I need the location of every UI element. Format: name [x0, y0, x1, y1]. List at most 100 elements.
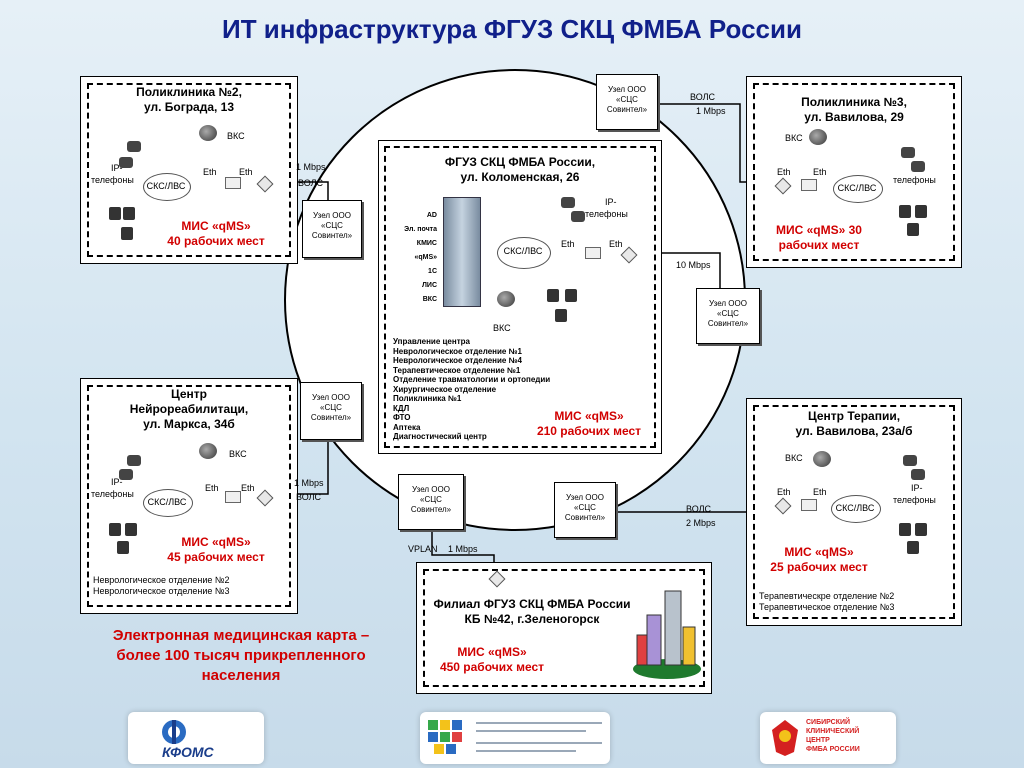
main-mis-line1: МИС «qMS» [554, 409, 624, 423]
poly2-mis-line2: 40 рабочих мест [167, 234, 265, 248]
node-sovintel-neuro: Узел ООО «СЦС Совинтел» [300, 382, 362, 440]
server-label: 1C [428, 268, 437, 275]
eth-label-2: Eth [813, 487, 827, 497]
server-label: AD [426, 212, 437, 219]
eth-label-2: Eth [609, 239, 623, 249]
ip-phone-icon [119, 157, 133, 168]
workstation-icon [555, 309, 567, 322]
main-name-line2: ул. Коломенская, 26 [460, 170, 580, 184]
video-camera-icon [199, 443, 217, 459]
video-camera-icon [497, 291, 515, 307]
branch-name-line1: Филиал ФГУЗ СКЦ ФМБА России [433, 597, 631, 611]
neuro-name-line2: Нейрореабилитаци, [129, 402, 249, 416]
node-sovintel-therapy: Узел ООО «СЦС Совинтел» [554, 482, 616, 538]
lan-label: СКС/ЛВС [837, 183, 877, 193]
phones-label: телефоны [585, 209, 628, 219]
video-camera-icon [809, 129, 827, 145]
main-name-line1: ФГУЗ СКЦ ФМБА России, [444, 155, 596, 169]
branch-bandwidth: 1 Mbps [448, 544, 478, 554]
workstation-icon [899, 523, 911, 536]
poly3-name-line1: Поликлиника №3, [801, 95, 907, 109]
server-label: КМИС «qMS» [414, 240, 437, 261]
main-bandwidth: 10 Mbps [676, 260, 711, 270]
workstation-icon [109, 207, 121, 220]
eth-label-1: Eth [777, 487, 791, 497]
eth-label-1: Eth [205, 483, 219, 493]
skc-line3: ЦЕНТР [806, 737, 830, 744]
router-icon [801, 499, 817, 511]
main-mis-line2: 210 рабочих мест [536, 424, 642, 438]
lan-cloud-icon [497, 237, 551, 269]
neuro-name-line1: Центр [170, 387, 208, 401]
ip-phone-icon [127, 141, 141, 152]
server-rack-icon [443, 197, 481, 307]
workstation-icon [109, 523, 121, 536]
therapy-mis-line2: 25 рабочих мест [770, 560, 868, 574]
workstation-icon [899, 205, 911, 218]
main-site-panel: ФГУЗ СКЦ ФМБА России, ул. Коломенская, 2… [378, 140, 662, 454]
server-list: AD Эл. почта КМИС «qMS» 1C ЛИС ВКС [393, 209, 437, 307]
server-label: ЛИС [422, 282, 437, 289]
neuro-panel: Центр Нейрореабилитаци, ул. Маркса, 34б … [80, 378, 298, 614]
poly2-panel: Поликлиника №2, ул. Бограда, 13 ВКС IP- … [80, 76, 298, 264]
lan-label: СКС/ЛВС [147, 497, 187, 507]
ip-phone-icon [911, 161, 925, 172]
lan-label: СКС/ЛВС [503, 246, 543, 256]
poly3-mis-line1: МИС «qMS» 30 [776, 223, 862, 237]
ip-phone-icon [119, 469, 133, 480]
department-item: Управление центра [393, 337, 470, 346]
kfoms-emblem-icon [162, 720, 186, 744]
phones-label: телефоны [91, 489, 134, 499]
department-item: Терапевтическое отделение №1 [393, 365, 521, 375]
node-sovintel-branch: Узел ООО «СЦС Совинтел» [398, 474, 464, 530]
ip-phone-icon [911, 469, 925, 480]
department-item: Поликлиника №1 [393, 394, 462, 403]
ip-label: IP- [911, 483, 923, 493]
eth-label-2: Eth [239, 167, 253, 177]
poly3-name-line2: ул. Вавилова, 29 [804, 110, 904, 124]
video-camera-icon [813, 451, 831, 467]
poly3-mis-line2: рабочих мест [778, 238, 860, 252]
skc-line4: ФМБА РОССИИ [806, 746, 860, 753]
vks-label: ВКС [785, 133, 803, 143]
department-item: Неврологическое отделение №4 [393, 356, 522, 365]
vks-label: ВКС [229, 449, 247, 459]
lan-cloud-icon [143, 173, 191, 201]
ip-label: IP- [111, 163, 123, 173]
poly3-bandwidth: 1 Mbps [696, 106, 726, 116]
ip-phone-icon [127, 455, 141, 466]
department-item: Диагностический центр [393, 432, 487, 441]
poly2-bandwidth: 1 Mbps [296, 162, 326, 172]
emr-line1: Электронная медицинская карта – [112, 627, 370, 644]
lan-label: СКС/ЛВС [835, 503, 875, 513]
workstation-icon [121, 227, 133, 240]
skc-line1: СИБИРСКИЙ [806, 719, 851, 726]
workstation-icon [915, 205, 927, 218]
emr-line2: более 100 тысяч прикрепленного [116, 647, 366, 664]
ip-phone-icon [571, 211, 585, 222]
workstation-icon [907, 541, 919, 554]
eth-label-2: Eth [813, 167, 827, 177]
department-item: КДЛ [393, 403, 410, 413]
branch-mis-line1: МИС «qMS» [457, 645, 527, 659]
therapy-dept-1: Терапевтическре отделение №2 [759, 591, 895, 601]
workstation-icon [123, 207, 135, 220]
router-icon [585, 247, 601, 259]
branch-vplan: VPLAN [408, 544, 438, 554]
server-label: ВКС [422, 296, 437, 303]
therapy-volc: ВОЛС [686, 504, 712, 514]
ministry-logo [420, 712, 610, 764]
workstation-icon [915, 523, 927, 536]
emr-line3: населения [201, 667, 281, 684]
poly2-mis-line1: МИС «qMS» [181, 219, 251, 233]
neuro-dept-1: Неврологическое отделение №2 [93, 575, 230, 585]
router-icon [801, 179, 817, 191]
ip-label: IP- [111, 477, 123, 487]
poly2-name-line1: Поликлиника №2, [136, 85, 242, 99]
workstation-icon [565, 289, 577, 302]
poly2-volc: ВОЛС [298, 178, 324, 188]
skc-line2: КЛИНИЧЕСКИЙ [806, 728, 860, 735]
eagle-emblem-icon [772, 720, 798, 756]
phones-label: телефоны [893, 495, 936, 505]
vks-label: ВКС [785, 453, 803, 463]
